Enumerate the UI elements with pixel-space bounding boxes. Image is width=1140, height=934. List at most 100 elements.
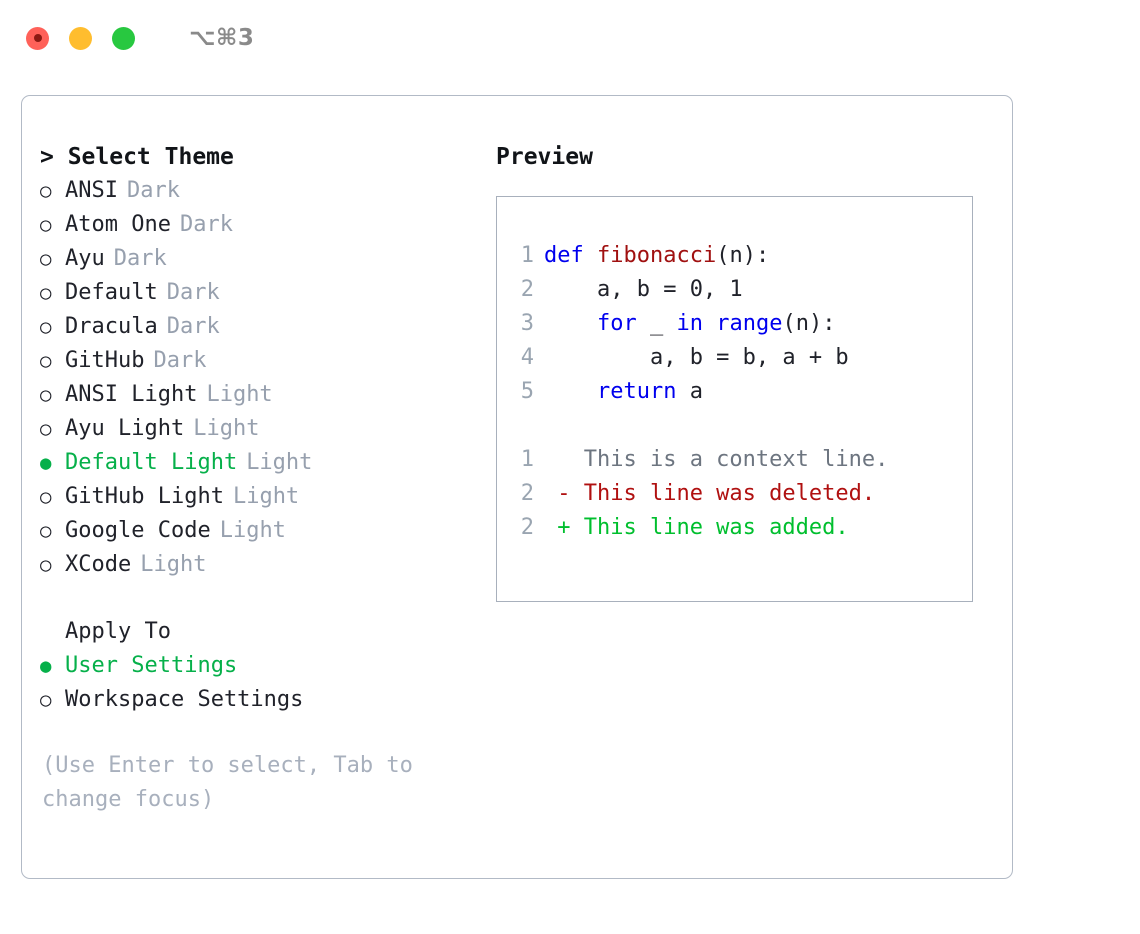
code-line: 4 a, b = b, a + b [513,341,972,375]
code-token-kw: def [544,243,597,268]
line-number: 5 [520,379,534,404]
theme-list-item[interactable]: ○ Dracula Dark [40,310,487,344]
radio-unselected-icon: ○ [40,486,52,508]
theme-name: Google Code [65,518,211,543]
code-diff-spacer [513,409,972,443]
theme-category: Dark [153,348,207,373]
code-token-plain [544,311,597,336]
diff-sample: 1 This is a context line. 2 - This line w… [513,443,972,545]
maximize-button[interactable] [112,26,135,50]
radio-selected-icon: ● [40,452,52,474]
diff-text-deleted: - This line was deleted. [544,481,876,506]
theme-list-item[interactable]: ○ ANSI Dark [40,174,487,208]
radio-unselected-icon: ○ [40,180,52,202]
diff-line: 2 + This line was added. [513,511,972,545]
radio-unselected-icon: ○ [40,248,52,270]
code-line: 5 return a [513,375,972,409]
code-line: 1 def fibonacci(n): [513,239,972,273]
theme-category: Light [206,382,273,407]
window-controls [26,26,135,50]
theme-list-item[interactable]: ○ GitHub Dark [40,344,487,378]
theme-name: ANSI Light [65,382,198,407]
radio-unselected-icon: ○ [40,384,52,406]
line-number: 3 [520,311,534,336]
code-token-kw: return [596,379,677,404]
close-button[interactable] [26,26,49,50]
line-number: 2 [520,277,534,302]
apply-to-list[interactable]: ● User Settings ○ Workspace Settings [40,649,487,717]
line-number: 1 [520,447,534,472]
theme-category: Dark [179,212,233,237]
radio-unselected-icon: ○ [40,214,52,236]
theme-list-item[interactable]: ○ Ayu Light Light [40,412,487,446]
diff-line: 2 - This line was deleted. [513,477,972,511]
radio-unselected-icon: ○ [40,350,52,372]
title-bar: ⌥⌘3 [0,0,1140,76]
theme-name: ANSI [65,178,118,203]
theme-category: Dark [166,280,220,305]
apply-to-marker-spacer: ○ [40,615,65,649]
theme-list-item[interactable]: ○ XCode Light [40,548,487,582]
code-text: for _ in range(n): [544,307,835,341]
theme-category: Light [219,518,286,543]
apply-to-heading-label: Apply To [65,619,171,644]
radio-selected-icon: ● [40,655,52,677]
theme-category: Light [140,552,207,577]
code-token-plain: a, b = 0, 1 [544,277,743,302]
theme-name: Default Light [65,450,238,475]
code-text: a, b = 0, 1 [544,273,743,307]
theme-list-item[interactable]: ○ Google Code Light [40,514,487,548]
theme-name: Atom One [65,212,171,237]
apply-to-option[interactable]: ○ Workspace Settings [40,683,487,717]
apply-to-label: User Settings [65,653,238,678]
code-line: 3 for _ in range(n): [513,307,972,341]
radio-unselected-icon: ○ [40,418,52,440]
theme-category: Light [246,450,313,475]
apply-to-heading: ○ Apply To [40,615,487,649]
radio-unselected-icon: ○ [40,554,52,576]
line-number: 2 [520,481,534,506]
code-token-plain [544,379,597,404]
theme-list-item[interactable]: ○ GitHub Light Light [40,480,487,514]
preview-title: Preview [496,144,593,170]
code-text: return a [544,375,703,409]
apply-to-label: Workspace Settings [65,687,304,712]
apply-to-option[interactable]: ● User Settings [40,649,487,683]
theme-list-item[interactable]: ○ Atom One Dark [40,208,487,242]
code-token-kw: for [596,311,637,336]
theme-name: XCode [65,552,132,577]
radio-unselected-icon: ○ [40,689,52,711]
keyboard-hint-text: (Use Enter to select, Tab to change focu… [42,753,413,812]
code-text: def fibonacci(n): [544,239,769,273]
theme-name: Ayu Light [65,416,185,441]
line-number: 1 [520,243,534,268]
code-token-plain [703,311,716,336]
theme-name: Dracula [65,314,158,339]
theme-category: Light [232,484,300,509]
theme-list-item[interactable]: ○ ANSI Light Light [40,378,487,412]
code-token-plain: a [676,379,703,404]
code-token-plain: _ [636,311,677,336]
theme-category: Dark [126,178,180,203]
code-line: 2 a, b = 0, 1 [513,273,972,307]
diff-text-context: This is a context line. [544,447,889,472]
radio-unselected-icon: ○ [40,520,52,542]
theme-name: GitHub Light [65,484,224,509]
code-text: a, b = b, a + b [544,341,849,375]
code-token-kw: range [716,311,783,336]
minimize-button[interactable] [69,26,92,50]
theme-category: Light [193,416,260,441]
radio-unselected-icon: ○ [40,316,52,338]
theme-category: Dark [166,314,220,339]
theme-name: GitHub [65,348,145,373]
theme-list-item[interactable]: ● Default Light Light [40,446,487,480]
